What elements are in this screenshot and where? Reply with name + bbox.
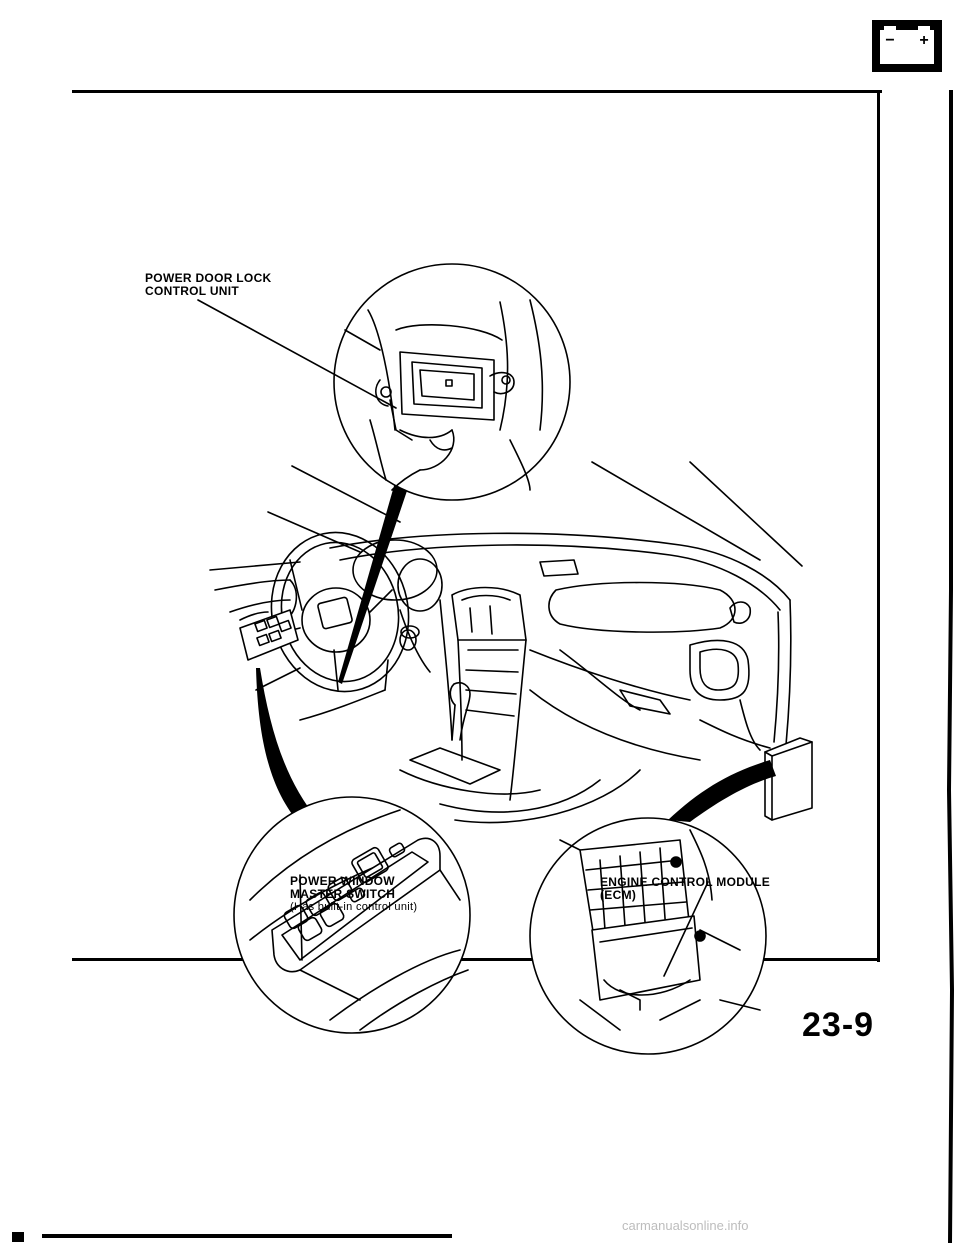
- top-rule: [72, 90, 882, 93]
- bottom-rule: [72, 958, 880, 961]
- window-switch-detail-circle: [233, 796, 471, 1034]
- window-buttons: [283, 842, 406, 942]
- right-rule: [877, 92, 880, 962]
- window-switch-wedge: [256, 668, 318, 824]
- door-lock-wedge: [338, 470, 414, 684]
- window-switch-small: [239, 609, 299, 661]
- window-leader: [299, 874, 303, 961]
- dashboard-illustration: [209, 461, 813, 824]
- power-door-lock-label: POWER DOOR LOCK CONTROL UNIT: [145, 271, 272, 298]
- page-number: 23-9: [802, 1006, 875, 1044]
- battery-plus: +: [919, 32, 928, 49]
- ecm-wedge: [668, 760, 776, 822]
- ecm-detail-circle: [529, 817, 767, 1055]
- power-window-label: POWER WINDOW MASTER SWITCH (Has built-in…: [290, 874, 418, 914]
- ecm-leader: [663, 881, 709, 977]
- door-lock-leader: [197, 299, 397, 409]
- scan-bar: [12, 1232, 452, 1242]
- battery-icon: − +: [872, 20, 942, 72]
- ecm-label: ENGINE CONTROL MODULE (ECM): [600, 875, 771, 902]
- battery-minus: −: [885, 32, 894, 49]
- door-lock-detail-circle: [333, 263, 571, 501]
- scan-edge: [946, 90, 955, 1243]
- watermark-url: carmanualsonline.info: [622, 1218, 749, 1233]
